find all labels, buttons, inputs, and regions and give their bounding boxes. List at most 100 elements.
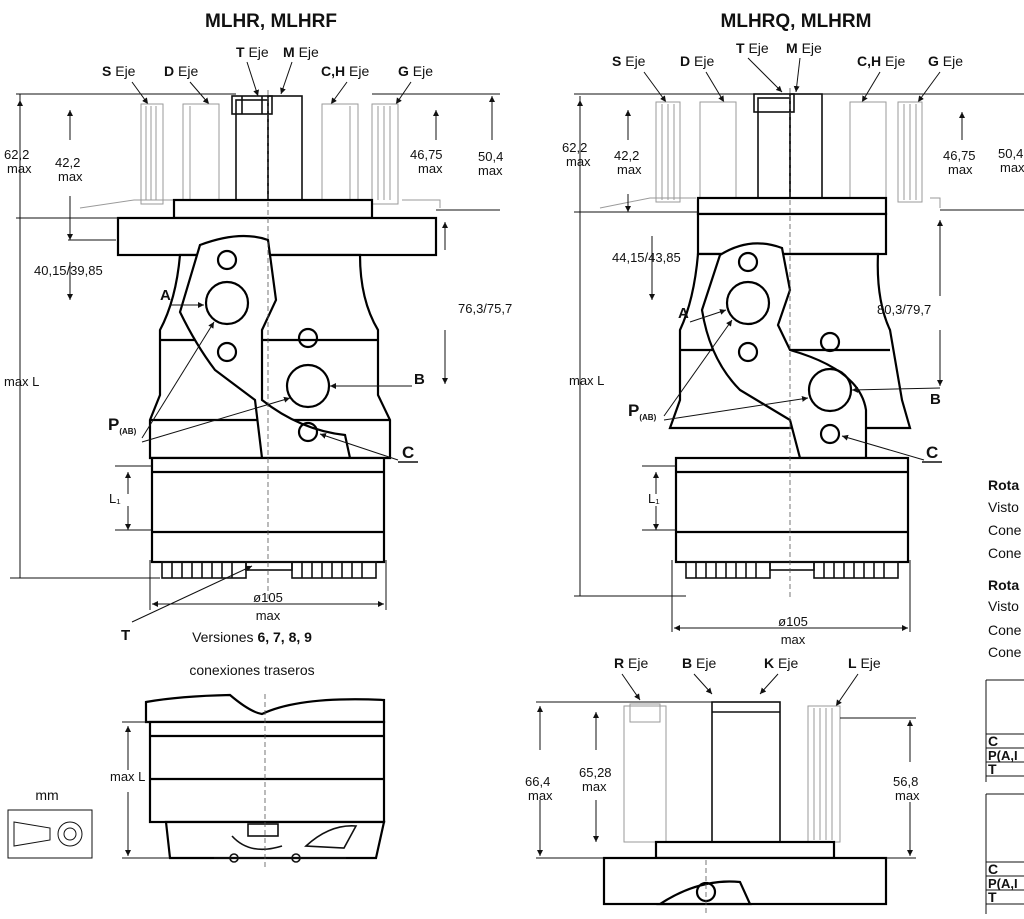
svg-text:T Eje: T Eje [736,40,769,56]
dim-max-l-side: max L [110,769,145,784]
dim-dia: ø105 [778,614,808,629]
right-dimension-lines [574,93,1024,632]
left-shaft-labels: S Eje D Eje T Eje M Eje C,H Eje G Eje [102,44,433,79]
dim-max: max [7,161,32,176]
left-motor-drawing: S Eje D Eje T Eje M Eje C,H Eje G Eje [4,44,512,678]
shaft-label-g: G [398,63,409,79]
right-port-b-hole [807,367,853,413]
dim-42: 42,2 [614,148,639,163]
dim-max-l: max L [4,374,39,389]
dim-568: 56,8 [893,774,918,789]
port-label-b: B [930,391,941,408]
rotation-line: Cone [988,644,1022,660]
shaft-word: Eje [248,44,268,60]
title-left: MLHR, MLHRF [205,11,337,32]
right-end-bolts [685,561,899,579]
right-bolt-hole [737,251,759,273]
dim-max: max [418,161,443,176]
projection-box [7,809,93,859]
shaft-label-ch: C,H [321,63,345,79]
svg-text:K Eje: K Eje [764,655,798,671]
svg-text:B Eje: B Eje [682,655,716,671]
dim-6528: 65,28 [579,765,612,780]
dim-port-a: 44,15/43,85 [612,250,681,265]
svg-text:C,H Eje: C,H Eje [321,63,369,79]
left-bolt-hole [297,327,319,349]
port-label-p: P [108,415,119,434]
left-port-b-hole [285,363,331,409]
shaft-word: Eje [943,53,963,69]
shaft-word: Eje [115,63,135,79]
dim-max: max [528,788,553,803]
svg-text:D Eje: D Eje [164,63,198,79]
right-motor-drawing: S Eje D Eje T Eje M Eje C,H Eje G Eje [562,40,1024,647]
shaft-word: Eje [778,655,798,671]
dim-l1: L₁ [648,491,660,506]
shaft-label-ch: C,H [857,53,881,69]
shaft-label-m: M [786,40,798,56]
shaft-label-d: D [680,53,690,69]
table2-row-t: T [988,889,997,905]
port-label-t: T [121,627,130,644]
left-mounting-flange [116,216,438,257]
left-end-bolts [161,561,377,579]
dim-max: max [566,154,591,169]
left-shaft-collar [172,198,374,220]
port-size-tables: C P(A,I T C P(A,I T [985,679,1024,914]
shaft-label-d: D [164,63,174,79]
port-label-p-sub: (AB) [119,427,136,436]
bottom-shaft-labels: R Eje B Eje K Eje L Eje [614,655,881,671]
right-shaft-leaders [643,57,941,103]
shaft-label-g: G [928,53,939,69]
right-mounting-flange [696,212,888,256]
shaft-word: Eje [696,655,716,671]
rotation-title-2: Rota [988,577,1019,593]
svg-text:T Eje: T Eje [236,44,269,60]
dim-max: max [948,162,973,177]
shaft-word: Eje [885,53,905,69]
left-dimension-labels: 62,2 max 42,2 max 46,75 max 50,4 max 40,… [4,147,512,623]
left-port-c-hole [297,421,319,443]
title-right: MLHRQ, MLHRM [721,11,872,32]
right-bottom-shaft-view: R Eje B Eje K Eje L Eje [525,655,920,914]
svg-text:P(AB): P(AB) [628,401,657,422]
dim-504: 50,4 [998,146,1023,161]
dim-port-a: 40,15/39,85 [34,263,103,278]
left-bolt-hole [216,341,238,363]
right-dimension-labels: 62,2 max 42,2 max 46,75 max 50,4 max 44,… [562,140,1024,647]
rotation-line: Visto [988,598,1019,614]
dim-max: max [895,788,920,803]
svg-text:M Eje: M Eje [786,40,822,56]
shaft-label-k: K [764,655,774,671]
shaft-word: Eje [299,44,319,60]
left-alternative-shafts [79,103,441,209]
right-shaft-collar [696,196,888,216]
shaft-label-m: M [283,44,295,60]
shaft-word: Eje [694,53,714,69]
shaft-word: Eje [625,53,645,69]
dim-port-b: 80,3/79,7 [877,302,931,317]
shaft-word: Eje [748,40,768,56]
shaft-label-r: R [614,655,624,671]
rotation-notes: Rota Visto Cone Cone Rota Visto Cone Con… [988,477,1022,660]
port-label-p: P [628,401,639,420]
rotation-line: Visto [988,499,1019,515]
shaft-label-s: S [612,53,621,69]
rotation-line: Cone [988,622,1022,638]
shaft-label-l: L [848,655,857,671]
shaft-label-t: T [236,44,245,60]
dim-42: 42,2 [55,155,80,170]
dim-62: 62,2 [562,140,587,155]
shaft-word: Eje [349,63,369,79]
table1-row-c: C [988,733,998,749]
svg-text:M Eje: M Eje [283,44,319,60]
port-label-c: C [926,443,938,462]
right-bolt-hole [737,341,759,363]
dim-max: max [256,608,281,623]
dim-4675: 46,75 [943,148,976,163]
left-shaft-leaders [131,61,412,105]
dim-664: 66,4 [525,774,550,789]
shaft-label-s: S [102,63,111,79]
